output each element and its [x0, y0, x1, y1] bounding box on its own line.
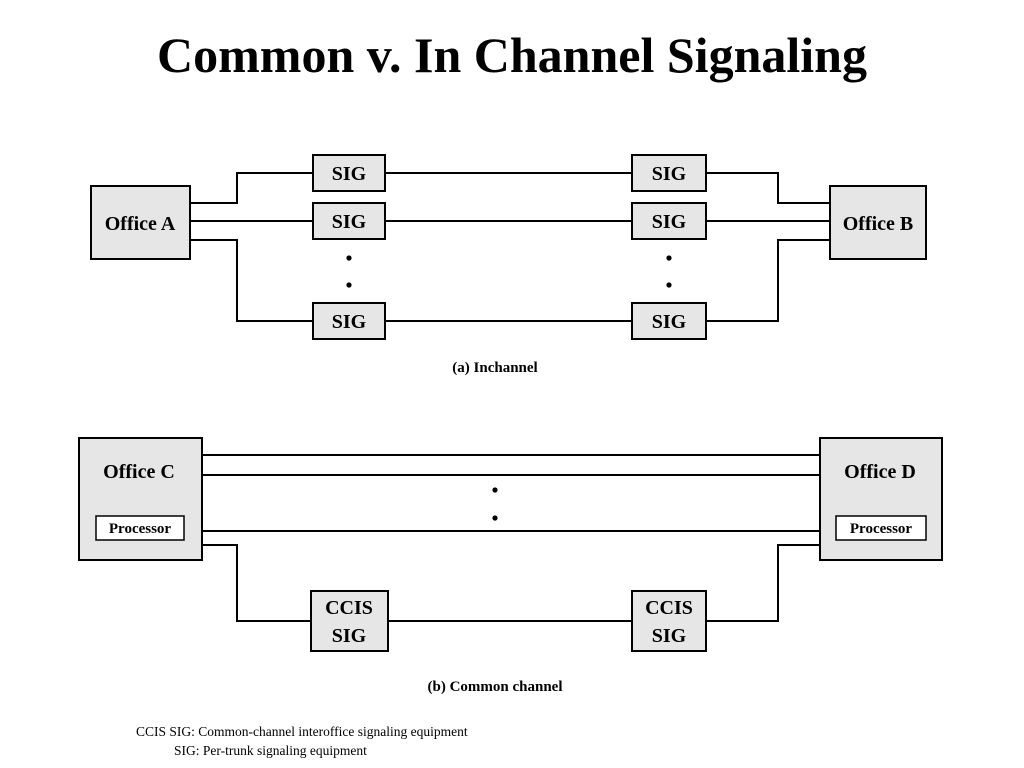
- sig-box-left-1: SIG: [312, 154, 386, 192]
- sig-label: SIG: [332, 163, 367, 185]
- ellipsis-dots-common: [492, 487, 498, 521]
- sig-label: SIG: [652, 211, 687, 233]
- trunk-lines: [190, 172, 830, 322]
- ccis-sig-label: SIG: [332, 625, 367, 647]
- sig-box-left-3: SIG: [312, 302, 386, 340]
- office-a: Office A: [90, 185, 191, 260]
- sig-label: SIG: [652, 163, 687, 185]
- office-c-label: Office C: [103, 461, 175, 483]
- sig-box-right-3: SIG: [631, 302, 707, 340]
- office-d-label: Office D: [844, 461, 916, 483]
- processor-c: Processor: [95, 515, 185, 541]
- office-d: Office D Processor: [819, 437, 943, 561]
- page-title: Common v. In Channel Signaling: [157, 27, 867, 83]
- processor-d: Processor: [835, 515, 927, 541]
- ccis-label: CCIS: [325, 597, 373, 619]
- office-b: Office B: [829, 185, 927, 260]
- processor-label: Processor: [850, 521, 913, 537]
- legend-row-sig: SIG: Per-trunk signaling equipment: [174, 743, 367, 758]
- legend-definition: Common-channel interoffice signaling equ…: [198, 724, 468, 739]
- ccis-sig-box-right: CCIS SIG: [631, 590, 707, 652]
- legend: CCIS SIG: Common-channel interoffice sig…: [136, 722, 468, 760]
- ellipsis-dots-inchannel: [346, 255, 672, 288]
- legend-term: SIG: [174, 743, 196, 758]
- sig-label: SIG: [332, 311, 367, 333]
- office-c: Office C Processor: [78, 437, 203, 561]
- ccis-sig-label: SIG: [652, 625, 687, 647]
- trunk-lines: [202, 454, 820, 622]
- common-channel-caption: (b) Common channel: [427, 679, 562, 695]
- inchannel-caption: (a) Inchannel: [452, 360, 537, 376]
- sig-box-right-2: SIG: [631, 202, 707, 240]
- sig-label: SIG: [332, 211, 367, 233]
- ccis-label: CCIS: [645, 597, 693, 619]
- common-channel-diagram: Office C Processor Office D Processor CC…: [78, 437, 943, 695]
- legend-row-ccis: CCIS SIG: Common-channel interoffice sig…: [136, 724, 468, 739]
- sig-box-left-2: SIG: [312, 202, 386, 240]
- office-a-label: Office A: [105, 213, 176, 235]
- inchannel-diagram: Office A Office B SIG SIG SIG SIG SIG: [90, 154, 927, 376]
- processor-label: Processor: [109, 521, 172, 537]
- office-b-label: Office B: [843, 213, 914, 235]
- sig-box-right-1: SIG: [631, 154, 707, 192]
- legend-term: CCIS SIG: [136, 724, 192, 739]
- sig-label: SIG: [652, 311, 687, 333]
- ccis-sig-box-left: CCIS SIG: [310, 590, 389, 652]
- legend-definition: Per-trunk signaling equipment: [202, 743, 367, 758]
